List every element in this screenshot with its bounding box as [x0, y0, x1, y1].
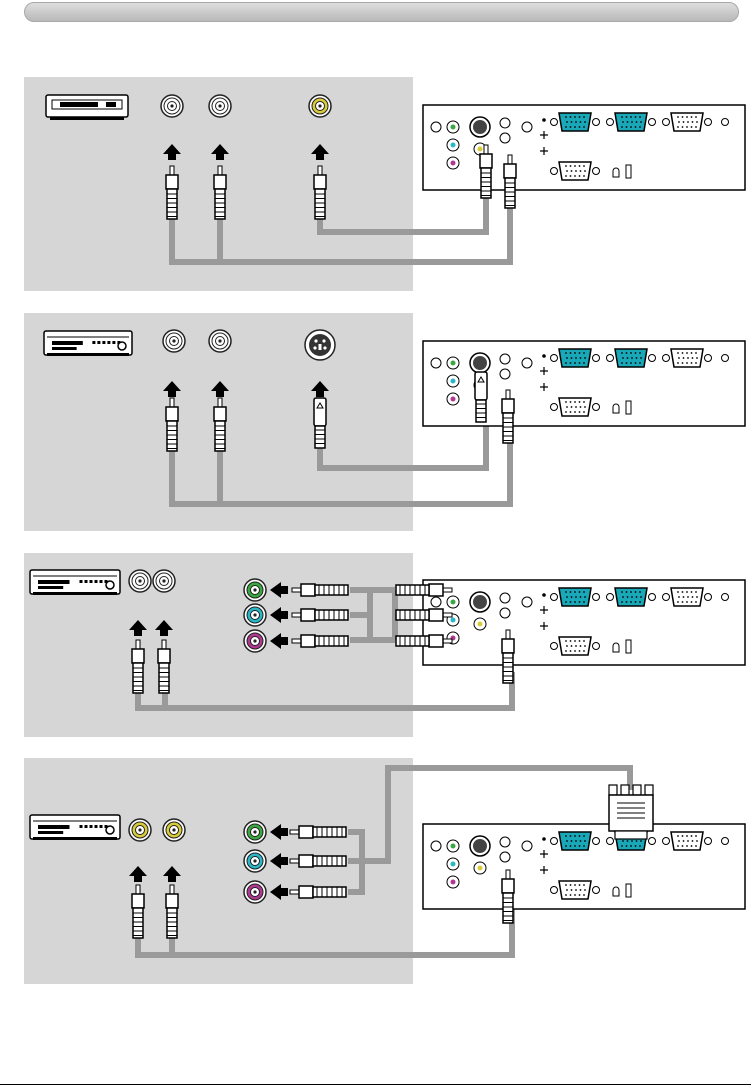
component-y-jack: [244, 579, 266, 601]
audio-r-in-jack: [500, 369, 510, 379]
audio-out-jack: [522, 597, 532, 607]
indicator-icon: [722, 594, 729, 601]
up-arrow-icon: [311, 381, 329, 397]
audio-r-in-jack: [500, 608, 510, 618]
video-plug: [314, 166, 326, 219]
audio-plug-right: [166, 885, 178, 938]
up-arrow-icon: [155, 620, 173, 636]
component-plug-y: [290, 826, 346, 838]
up-arrow-icon: [129, 620, 147, 636]
dvd-player-icon: [44, 331, 132, 356]
component-plug-cr-projector: [396, 635, 452, 647]
audio-plug-right: [214, 166, 226, 219]
audio-plug-left: [166, 398, 178, 451]
s-video-plug: [314, 398, 326, 448]
component-cr-jack: [244, 881, 266, 903]
left-arrow-icon: [270, 884, 288, 900]
audio-plug-left: [132, 640, 144, 693]
audio-r-in-jack: [500, 133, 510, 143]
audio-in-jack: [431, 597, 441, 607]
component-plug-cr: [290, 886, 346, 898]
audio-l-in-jack: [500, 593, 510, 603]
audio-right-jack: [163, 819, 185, 841]
audio-right-jack: [209, 95, 231, 117]
up-arrow-icon: [129, 866, 147, 882]
audio-l-in-jack: [500, 837, 510, 847]
indicator-icon: [722, 355, 729, 362]
component-plug-y-projector: [396, 584, 452, 596]
dvd-player-icon: [30, 570, 120, 595]
kensington-slot-icon: [626, 884, 631, 897]
left-arrow-icon: [270, 582, 288, 598]
component-cr-jack: [244, 630, 266, 652]
component-plug-y: [292, 584, 348, 596]
audio-out-jack: [522, 122, 532, 132]
up-arrow-icon: [211, 381, 229, 397]
component-y-jack: [244, 821, 266, 843]
audio-r-in-jack: [500, 852, 510, 862]
audio-l-in-jack: [500, 118, 510, 128]
audio-in-jack: [431, 841, 441, 851]
audio-in-jack: [431, 122, 441, 132]
audio-cable-path: [138, 905, 512, 955]
audio-l-in-jack: [500, 354, 510, 364]
audio-left-jack: [163, 330, 185, 352]
component-cb-jack: [244, 604, 266, 626]
s-video-jack: [305, 330, 335, 360]
up-arrow-icon: [163, 866, 181, 882]
up-arrow-icon: [311, 144, 329, 160]
vcr-icon: [46, 95, 128, 120]
bottom-rule: [0, 1084, 751, 1085]
audio-out-jack: [522, 841, 532, 851]
s-video-cable-path: [320, 420, 486, 468]
kensington-slot-icon: [626, 640, 631, 653]
indicator-icon: [722, 838, 729, 845]
component-plug-cr: [292, 635, 348, 647]
left-arrow-icon: [270, 607, 288, 623]
left-arrow-icon: [270, 633, 288, 649]
kensington-slot-icon: [626, 401, 631, 414]
kensington-slot-icon: [626, 165, 631, 178]
left-arrow-icon: [270, 824, 288, 840]
audio-cable-path: [138, 672, 512, 708]
audio-left-jack: [129, 570, 151, 592]
left-arrow-icon: [270, 853, 288, 869]
audio-in-jack: [431, 358, 441, 368]
component-cb-jack: [244, 850, 266, 872]
audio-out-jack: [522, 358, 532, 368]
dvd-player-icon: [30, 815, 120, 840]
component-plug-cb: [290, 855, 346, 867]
s-video-plug: [475, 372, 487, 422]
audio-plug-right: [158, 640, 170, 693]
audio-plug-right: [214, 398, 226, 451]
audio-left-jack: [129, 819, 151, 841]
audio-left-jack: [161, 95, 183, 117]
up-arrow-icon: [211, 144, 229, 160]
audio-plug-left: [166, 166, 178, 219]
vga-plug: [609, 785, 653, 839]
component-plug-cb-projector: [396, 609, 452, 621]
up-arrow-icon: [163, 381, 181, 397]
audio-plug-left: [132, 885, 144, 938]
up-arrow-icon: [163, 144, 181, 160]
audio-right-jack: [209, 330, 231, 352]
audio-right-jack: [153, 570, 175, 592]
video-jack: [309, 95, 331, 117]
component-plug-cb: [292, 609, 348, 621]
indicator-icon: [722, 119, 729, 126]
